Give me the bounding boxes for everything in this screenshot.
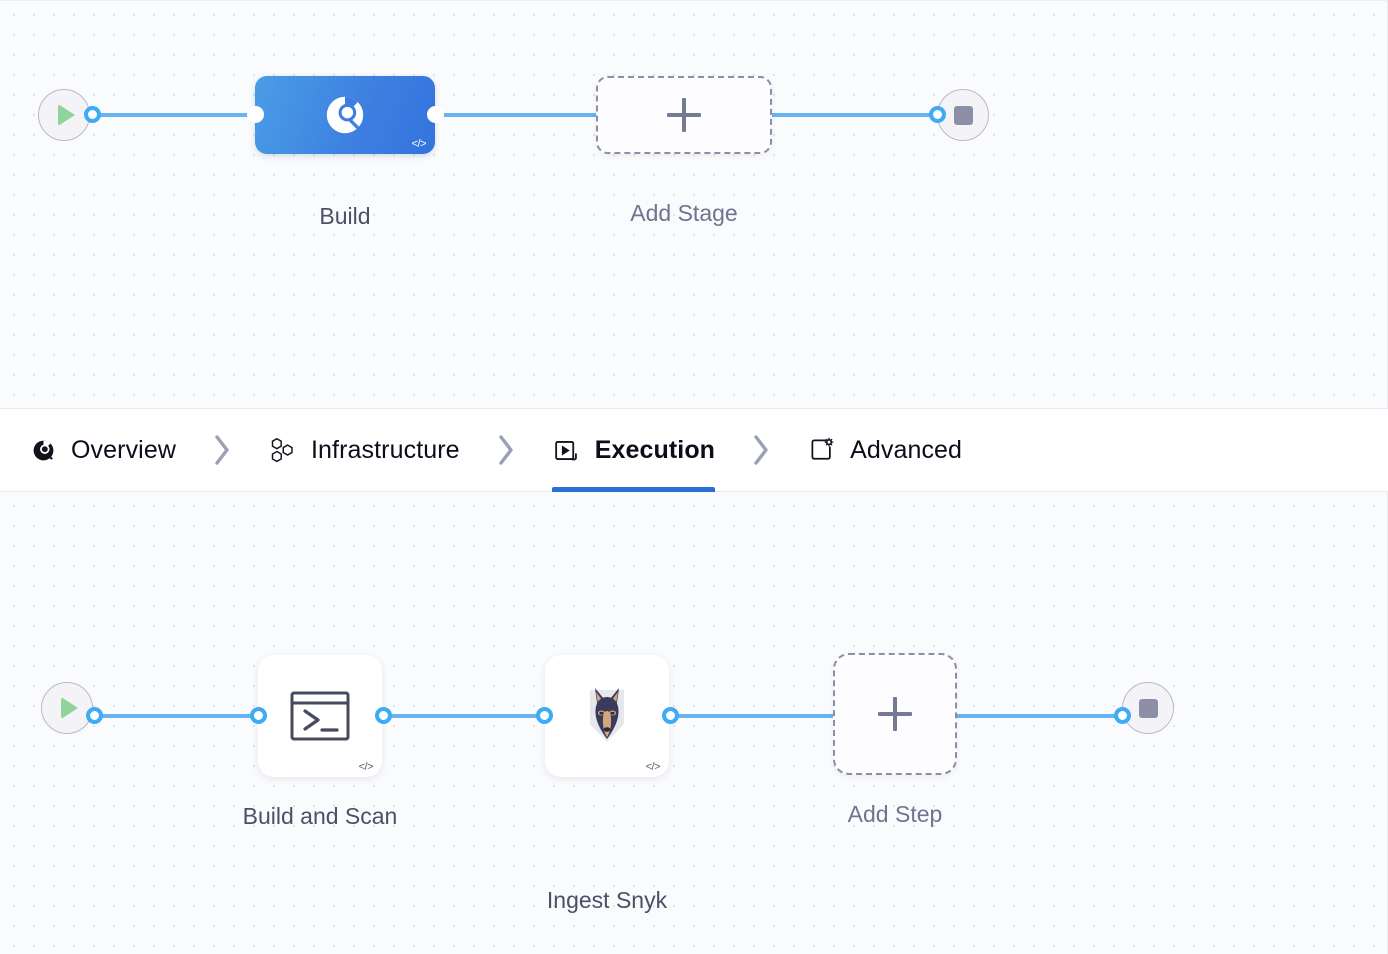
port-ingest-snyk-in[interactable]: [536, 707, 553, 724]
edge-build-to-add-stage: [428, 113, 600, 117]
pipeline-start-node[interactable]: [38, 89, 90, 141]
port-exec-start-out[interactable]: [86, 707, 103, 724]
code-badge-build: </>: [411, 138, 427, 150]
tab-advanced[interactable]: Advanced: [807, 408, 962, 492]
tab-advanced-label: Advanced: [850, 435, 963, 464]
play-in-box-icon: [552, 435, 582, 465]
edge-ingest-snyk-to-add-step: [665, 714, 843, 718]
port-end-in[interactable]: [929, 106, 946, 123]
edge-start-to-build: [92, 113, 264, 117]
port-ingest-snyk-out[interactable]: [662, 707, 679, 724]
code-badge-ingest-snyk: </>: [645, 761, 661, 773]
execution-end-node[interactable]: [1122, 682, 1174, 734]
build-scan-icon: [326, 96, 364, 134]
tab-separator-2: [460, 433, 552, 467]
tab-separator-3: [715, 433, 807, 467]
step-node-build-and-scan[interactable]: </>: [258, 655, 382, 777]
execution-start-node[interactable]: [41, 682, 93, 734]
edge-add-stage-to-end: [766, 113, 946, 117]
stage-label-build: Build: [319, 203, 371, 229]
play-icon: [61, 697, 78, 719]
port-build-in[interactable]: [247, 106, 264, 123]
tab-overview-label: Overview: [71, 435, 176, 464]
tab-execution[interactable]: Execution: [551, 408, 716, 492]
edge-add-step-to-exec-end: [952, 714, 1128, 718]
plus-icon: [878, 697, 912, 731]
step-graph-canvas[interactable]: </>: [0, 492, 1388, 954]
code-badge-build-and-scan: </>: [358, 761, 374, 773]
stage-label-add-stage: Add Stage: [630, 200, 738, 226]
tab-separator-1: [176, 433, 268, 467]
step-node-ingest-snyk[interactable]: </>: [545, 655, 669, 777]
stage-node-build[interactable]: </>: [255, 76, 435, 154]
step-label-build-and-scan: Build and Scan: [242, 803, 398, 829]
edge-build-scan-to-ingest-snyk: [379, 714, 549, 718]
step-label-add-step: Add Step: [847, 801, 943, 827]
tab-infrastructure-label: Infrastructure: [311, 435, 460, 464]
stage-config-tabbar: Overview Infrastructure: [0, 408, 1388, 492]
plus-icon: [667, 98, 701, 132]
overview-build-icon: [28, 435, 58, 465]
port-exec-end-in[interactable]: [1114, 707, 1131, 724]
step-label-ingest-snyk: Ingest Snyk Open Source...: [507, 795, 707, 954]
step-label-ingest-snyk-line1: Ingest Snyk: [546, 887, 668, 913]
port-start-out[interactable]: [84, 106, 101, 123]
stop-icon: [1138, 698, 1158, 718]
add-stage-node[interactable]: [596, 76, 772, 154]
tab-execution-label: Execution: [594, 435, 716, 464]
port-build-scan-out[interactable]: [375, 707, 392, 724]
terminal-icon: [290, 691, 350, 741]
tab-overview[interactable]: Overview: [28, 408, 176, 492]
gear-card-icon: [807, 435, 837, 465]
stop-icon: [953, 105, 973, 125]
tab-infrastructure[interactable]: Infrastructure: [268, 408, 460, 492]
stage-graph-canvas[interactable]: </> Build Add Stage: [0, 0, 1388, 409]
edge-exec-start-to-build-scan: [95, 714, 265, 718]
add-step-node[interactable]: [833, 653, 957, 775]
snyk-doberman-icon: [590, 688, 624, 742]
port-build-scan-in[interactable]: [250, 707, 267, 724]
port-build-out[interactable]: [427, 106, 444, 123]
hexagon-cluster-icon: [268, 435, 298, 465]
play-icon: [58, 104, 75, 126]
